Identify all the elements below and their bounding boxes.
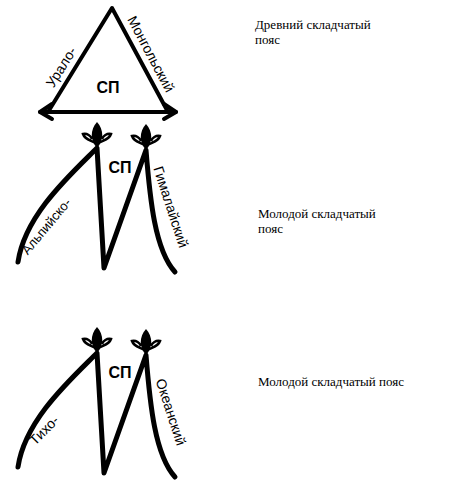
belt-abbreviation: СП bbox=[108, 364, 131, 382]
belt-caption: Древний складчатый пояс bbox=[255, 18, 395, 48]
sprout bbox=[132, 124, 160, 150]
m-emblem bbox=[18, 327, 175, 477]
belt-name: Урало- bbox=[42, 44, 79, 90]
sprout bbox=[83, 327, 111, 353]
m-letter bbox=[18, 148, 175, 272]
belt-name: Тихо- bbox=[26, 412, 62, 448]
belt-abbreviation: СП bbox=[108, 159, 131, 177]
arrow-head bbox=[40, 104, 52, 119]
belt-name: Океанский bbox=[153, 377, 190, 448]
arrow-head bbox=[164, 104, 176, 119]
sprout bbox=[132, 329, 160, 355]
belt-name: Гималайский bbox=[150, 164, 191, 249]
m-emblem bbox=[18, 122, 175, 272]
m-letter bbox=[18, 353, 175, 477]
belt-caption: Молодой складчатый пояс bbox=[258, 375, 404, 390]
belt-name: Альпийско- bbox=[19, 196, 74, 258]
belt-name: Монгольский bbox=[124, 13, 178, 95]
sprout bbox=[83, 122, 111, 148]
triangle-base bbox=[40, 110, 176, 114]
belt-caption: Молодой складчатый пояс bbox=[258, 207, 398, 237]
belt-abbreviation: СП bbox=[96, 79, 119, 97]
